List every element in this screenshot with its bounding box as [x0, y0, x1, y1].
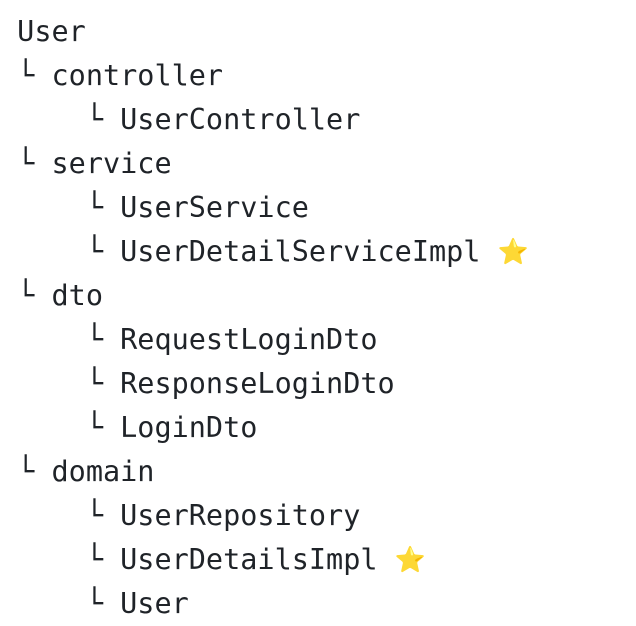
tree-branch-icon: └ [85, 499, 121, 532]
tree-node[interactable]: └ UserService [0, 186, 636, 230]
package-tree: User └ controller └ UserController └ ser… [0, 10, 636, 620]
tree-node-label: dto [51, 279, 103, 312]
tree-node-label: LoginDto [120, 411, 258, 444]
tree-indent [17, 543, 86, 576]
tree-node[interactable]: └ domain [0, 450, 636, 494]
tree-branch-icon: └ [85, 191, 121, 224]
star-icon: ⭐ [394, 545, 426, 574]
tree-node-label: domain [51, 455, 155, 488]
tree-node-label: ResponseLoginDto [120, 367, 395, 400]
tree-node[interactable]: └ UserController [0, 98, 636, 142]
tree-indent [17, 411, 86, 444]
tree-indent [17, 367, 86, 400]
tree-indent [17, 587, 86, 620]
tree-branch-icon: └ [17, 279, 52, 312]
tree-branch-icon: └ [85, 411, 121, 444]
tree-node[interactable]: └ service [0, 142, 636, 186]
tree-branch-icon: └ [85, 543, 121, 576]
tree-node[interactable]: └ dto [0, 274, 636, 318]
tree-node[interactable]: User [0, 10, 636, 54]
tree-indent [17, 235, 86, 268]
tree-branch-icon: └ [85, 367, 121, 400]
tree-node-label: User [120, 587, 189, 620]
tree-node[interactable]: └ UserRepository [0, 494, 636, 538]
tree-node[interactable]: └ ResponseLoginDto [0, 362, 636, 406]
tree-indent [17, 323, 86, 356]
tree-branch-icon: └ [85, 323, 121, 356]
tree-node-label: UserController [120, 103, 361, 136]
star-icon: ⭐ [497, 237, 529, 266]
tree-node-label: UserService [120, 191, 309, 224]
tree-branch-icon: └ [85, 103, 121, 136]
tree-node[interactable]: └ RequestLoginDto [0, 318, 636, 362]
tree-indent [17, 499, 86, 532]
tree-branch-icon: └ [17, 455, 52, 488]
tree-node-label: RequestLoginDto [120, 323, 378, 356]
tree-node-label: UserDetailServiceImpl [120, 235, 498, 268]
tree-node[interactable]: └ User [0, 582, 636, 626]
tree-node-label: service [51, 147, 172, 180]
tree-node-label: UserRepository [120, 499, 361, 532]
tree-branch-icon: └ [85, 235, 121, 268]
tree-node-label: controller [51, 59, 224, 92]
tree-node[interactable]: └ controller [0, 54, 636, 98]
tree-branch-icon: └ [17, 147, 52, 180]
tree-node-label: User [17, 15, 86, 48]
tree-branch-icon: └ [85, 587, 121, 620]
tree-node[interactable]: └ UserDetailServiceImpl ⭐ [0, 230, 636, 274]
tree-node[interactable]: └ LoginDto [0, 406, 636, 450]
tree-indent [17, 103, 86, 136]
tree-branch-icon: └ [17, 59, 52, 92]
tree-indent [17, 191, 86, 224]
tree-node[interactable]: └ UserDetailsImpl ⭐ [0, 538, 636, 582]
tree-node-label: UserDetailsImpl [120, 543, 395, 576]
